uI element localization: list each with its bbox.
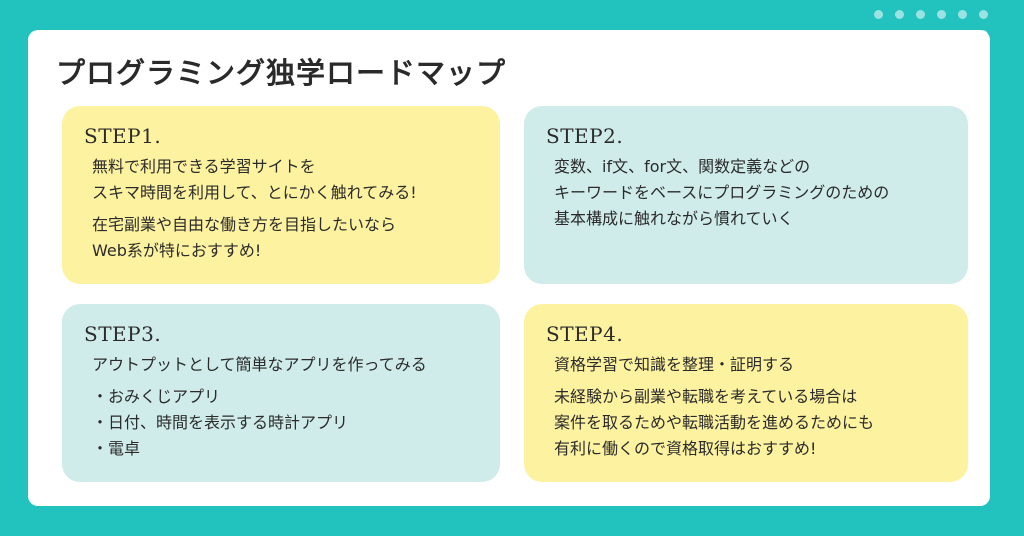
- decorative-dot: [937, 10, 946, 19]
- step-3-label: STEP3.: [84, 322, 162, 346]
- step-4-text: 案件を取るためや転職活動を進めるためにも: [554, 413, 875, 432]
- step-1-box: STEP1. 無料で利用できる学習サイトを スキマ時間を利用して、とにかく触れて…: [62, 106, 500, 284]
- step-1-text: Web系が特におすすめ!: [92, 241, 262, 260]
- step-1-label: STEP1.: [84, 124, 162, 148]
- decorative-dot: [916, 10, 925, 19]
- step-3-box: STEP3. アウトプットとして簡単なアプリを作ってみる ・おみくじアプリ ・日…: [62, 304, 500, 482]
- step-3-list-item: ・電卓: [92, 439, 141, 458]
- main-card: プログラミング独学ロードマップ STEP1. 無料で利用できる学習サイトを スキ…: [28, 30, 990, 506]
- step-4-text: 未経験から副業や転職を考えている場合は: [554, 387, 858, 406]
- step-2-text: 基本構成に触れながら慣れていく: [554, 209, 794, 228]
- decorative-dot: [895, 10, 904, 19]
- step-4-text: 資格学習で知識を整理・証明する: [554, 355, 795, 374]
- decorative-dot: [874, 10, 883, 19]
- step-3-text: アウトプットとして簡単なアプリを作ってみる: [92, 355, 427, 374]
- step-4-text: 有利に働くので資格取得はおすすめ!: [554, 439, 817, 458]
- page-title: プログラミング独学ロードマップ: [56, 56, 507, 90]
- step-1-text: 無料で利用できる学習サイトを: [92, 157, 316, 176]
- step-1-text: スキマ時間を利用して、とにかく触れてみる!: [92, 183, 417, 202]
- step-1-text: 在宅副業や自由な働き方を目指したいなら: [92, 215, 397, 234]
- decorative-dot: [979, 10, 988, 19]
- step-3-list-item: ・おみくじアプリ: [92, 387, 221, 406]
- step-3-list-item: ・日付、時間を表示する時計アプリ: [92, 413, 349, 432]
- step-4-label: STEP4.: [546, 322, 624, 346]
- step-2-text: キーワードをベースにプログラミングのための: [554, 183, 890, 202]
- step-2-text: 変数、if文、for文、関数定義などの: [554, 157, 811, 176]
- step-2-label: STEP2.: [546, 124, 624, 148]
- step-4-box: STEP4. 資格学習で知識を整理・証明する 未経験から副業や転職を考えている場…: [524, 304, 968, 482]
- step-2-box: STEP2. 変数、if文、for文、関数定義などの キーワードをベースにプログ…: [524, 106, 968, 284]
- decorative-dot: [958, 10, 967, 19]
